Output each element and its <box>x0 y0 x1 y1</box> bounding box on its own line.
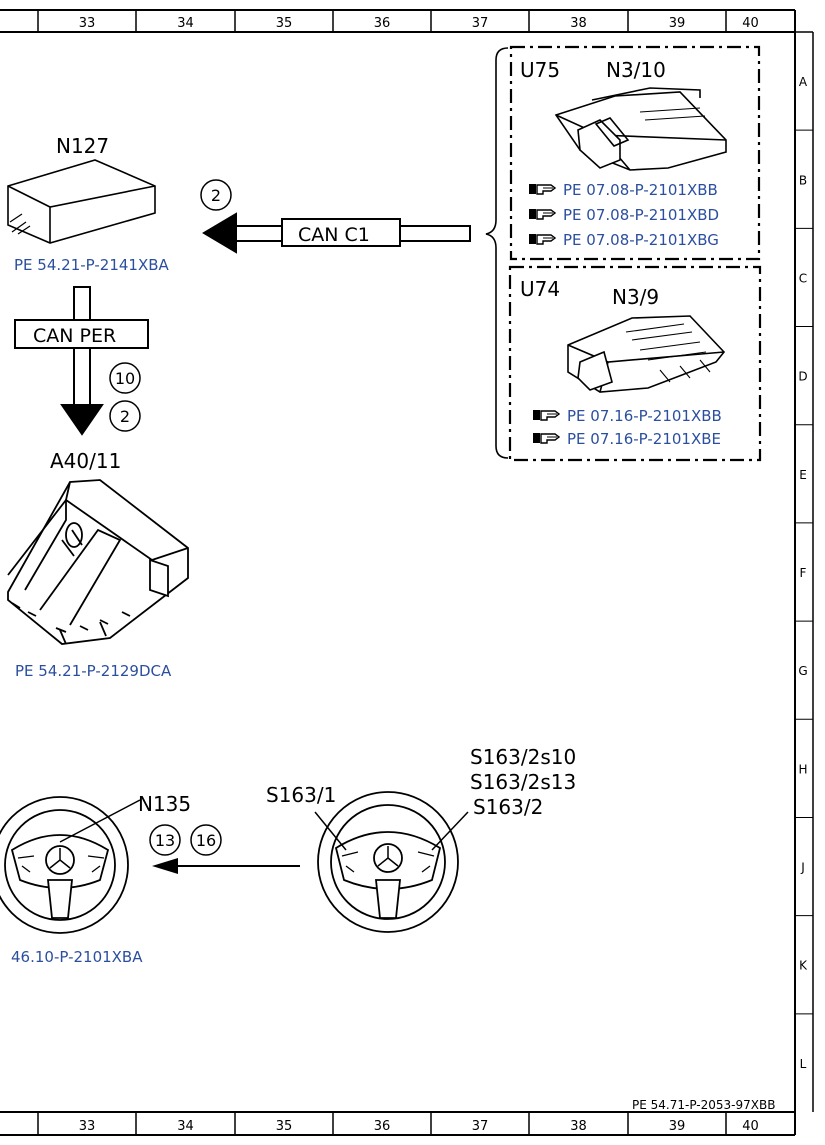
column-label-bottom: 38 <box>570 1119 587 1134</box>
u74-label: U74 <box>520 277 560 301</box>
n135-circle-2-number: 16 <box>196 831 216 850</box>
steering-signal-arrow <box>152 858 300 874</box>
can-per-circle-1-number: 10 <box>115 369 135 388</box>
column-label-bottom: 39 <box>669 1119 686 1134</box>
column-label-top: 36 <box>374 16 391 31</box>
row-label: E <box>799 468 807 482</box>
a40-11-label: A40/11 <box>50 449 121 473</box>
pointing-hand-book-icon <box>529 234 557 245</box>
can-per-circle-2 <box>109 400 141 432</box>
n3-9-ecu-drawing <box>567 315 726 393</box>
group-brace <box>485 47 509 459</box>
n135-circle-1-number: 13 <box>155 831 175 850</box>
s163-steering-wheel-drawing <box>317 791 459 933</box>
a40-11-reference-link[interactable]: PE 54.21-P-2129DCA <box>15 662 172 680</box>
s163-1-leader-line <box>314 811 347 851</box>
s163-2s13-label: S163/2s13 <box>470 770 576 794</box>
s163-1-label: S163/1 <box>266 783 336 807</box>
n135-steering-wheel-drawing <box>0 796 129 934</box>
a40-11-camera-drawing <box>7 479 189 645</box>
column-label-top: 34 <box>177 16 194 31</box>
u74-module-label: N3/9 <box>612 285 659 309</box>
row-label: D <box>798 370 807 384</box>
row-label: A <box>799 75 808 89</box>
row-label: F <box>800 566 807 580</box>
row-label: G <box>798 664 807 678</box>
column-label-top: 40 <box>742 16 759 31</box>
can-per-label: CAN PER <box>33 325 116 347</box>
column-label-bottom: 34 <box>177 1119 194 1134</box>
n135-reference-link[interactable]: 46.10-P-2101XBA <box>11 948 143 966</box>
can-c1-arrow <box>202 212 471 254</box>
u75-label: U75 <box>520 58 560 82</box>
u75-dashed-box <box>509 45 761 261</box>
pointing-hand-book-icon <box>533 410 561 421</box>
n127-module-drawing <box>7 159 156 244</box>
pointing-hand-book-icon <box>529 184 557 195</box>
can-c1-label: CAN C1 <box>298 224 370 246</box>
u75-reference-link[interactable]: PE 07.08-P-2101XBB <box>563 181 718 199</box>
frame <box>0 9 814 1136</box>
u74-reference-link[interactable]: PE 07.16-P-2101XBE <box>567 430 721 448</box>
column-label-top: 33 <box>79 16 96 31</box>
u75-reference-link[interactable]: PE 07.08-P-2101XBG <box>563 231 719 249</box>
n135-circle-2 <box>190 824 222 856</box>
n135-circle-1 <box>149 824 181 856</box>
n135-leader-line <box>59 799 141 843</box>
can-per-circle-2-number: 2 <box>120 407 130 426</box>
row-label: K <box>799 959 808 973</box>
column-label-top: 39 <box>669 16 686 31</box>
can-c1-circle <box>200 179 232 211</box>
row-label: J <box>800 861 805 875</box>
s163-2-label: S163/2 <box>473 795 543 819</box>
column-label-bottom: 40 <box>742 1119 759 1134</box>
pointing-hand-book-icon <box>529 209 557 220</box>
u74-dashed-box <box>508 265 762 462</box>
row-label: L <box>800 1057 807 1071</box>
can-per-arrow <box>14 286 149 436</box>
can-per-circle-1 <box>109 362 141 394</box>
u75-reference-link[interactable]: PE 07.08-P-2101XBD <box>563 206 719 224</box>
column-label-top: 37 <box>472 16 489 31</box>
u74-reference-link[interactable]: PE 07.16-P-2101XBB <box>567 407 722 425</box>
column-label-bottom: 37 <box>472 1119 489 1134</box>
column-label-top: 35 <box>276 16 293 31</box>
document-reference: PE 54.71-P-2053-97XBB <box>632 1098 775 1112</box>
row-label: B <box>799 173 807 187</box>
s163-2s10-label: S163/2s10 <box>470 745 576 769</box>
column-label-bottom: 36 <box>374 1119 391 1134</box>
n135-label: N135 <box>138 792 191 816</box>
s163-2-leader-line <box>431 811 469 851</box>
column-label-bottom: 33 <box>79 1119 96 1134</box>
row-label: H <box>798 762 807 776</box>
n127-reference-link[interactable]: PE 54.21-P-2141XBA <box>14 256 170 274</box>
column-label-bottom: 35 <box>276 1119 293 1134</box>
column-label-top: 38 <box>570 16 587 31</box>
u75-module-label: N3/10 <box>606 58 666 82</box>
can-c1-circle-number: 2 <box>211 186 221 205</box>
n3-10-ecu-drawing <box>554 87 727 171</box>
pointing-hand-book-icon <box>533 433 561 444</box>
row-label: C <box>799 271 807 285</box>
n127-label: N127 <box>56 134 109 158</box>
